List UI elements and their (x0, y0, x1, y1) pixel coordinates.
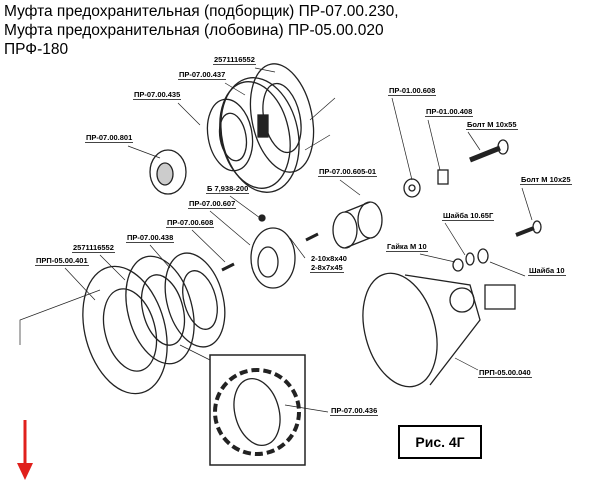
label-pr-07-00-438: ПР-07.00.438 (126, 233, 175, 243)
label-pr-07-00-435: ПР-07.00.435 (133, 90, 182, 100)
label-nut-m10: Гайка М 10 (386, 242, 428, 252)
sprocket-hub (250, 227, 296, 289)
label-pr-07-00-608: ПР-07.00.608 (166, 218, 215, 228)
figure-label: Рис. 4Г (398, 425, 482, 459)
label-pr-07-00-605-01: ПР-07.00.605-01 (318, 167, 378, 177)
label-b-7-938-200: Б 7,938-200 (206, 184, 250, 194)
label-2571116552-top: 2571116552 (213, 55, 256, 65)
label-pin-2-8x7x45: 2-8x7x45 (310, 263, 344, 273)
housing-040 (362, 272, 516, 388)
title-line-2: Муфта предохранительная (лобовина) ПР-05… (4, 22, 384, 39)
friction-disc-bottom (164, 252, 226, 348)
label-pr-01-00-608: ПР-01.00.608 (388, 86, 437, 96)
pressure-plate-438 (125, 255, 195, 365)
label-bolt-m10x25: Болт М 10x25 (520, 175, 572, 185)
label-2571116552-bottom: 2571116552 (72, 243, 115, 253)
title-line-3: ПРФ-180 (4, 41, 69, 58)
label-washer-10: Шайба 10 (528, 266, 566, 276)
label-pr-07-00-801: ПР-07.00.801 (85, 133, 134, 143)
plate-408 (437, 169, 449, 185)
friction-disc-top (249, 63, 315, 173)
spring-washer (465, 252, 475, 266)
label-prp-05-00-401: ПРП-05.00.401 (35, 256, 89, 266)
leader-lines (19, 67, 533, 413)
ball (258, 214, 266, 222)
label-pr-07-00-436: ПР-07.00.436 (330, 406, 379, 416)
pin (221, 262, 235, 272)
sprocket-frame (209, 354, 306, 466)
label-washer-10-65g: Шайба 10.65Г (442, 211, 495, 221)
bushing-608 (403, 178, 421, 198)
bolt-10x25 (515, 220, 542, 237)
dished-spring (206, 98, 254, 172)
label-prp-05-00-040: ПРП-05.00.040 (478, 368, 532, 378)
bolt-10x55 (469, 139, 509, 163)
washer-10 (477, 248, 489, 264)
label-pr-07-00-437: ПР-07.00.437 (178, 70, 227, 80)
key (305, 232, 319, 242)
sprocket-436 (213, 368, 301, 456)
splined-shaft (332, 201, 383, 249)
nut-m10 (452, 258, 464, 272)
nut-801 (149, 149, 187, 195)
label-pr-07-00-607: ПР-07.00.607 (188, 199, 237, 209)
hub-disc (219, 77, 300, 193)
label-bolt-m10x55: Болт М 10x55 (466, 120, 518, 130)
title-line-1: Муфта предохранительная (подборщик) ПР-0… (4, 3, 399, 20)
red-arrow-icon (17, 420, 33, 480)
label-pr-01-00-408: ПР-01.00.408 (425, 107, 474, 117)
label-pin-2-10x8x40: 2-10x8x40 (311, 254, 347, 263)
flange-401 (82, 265, 168, 395)
